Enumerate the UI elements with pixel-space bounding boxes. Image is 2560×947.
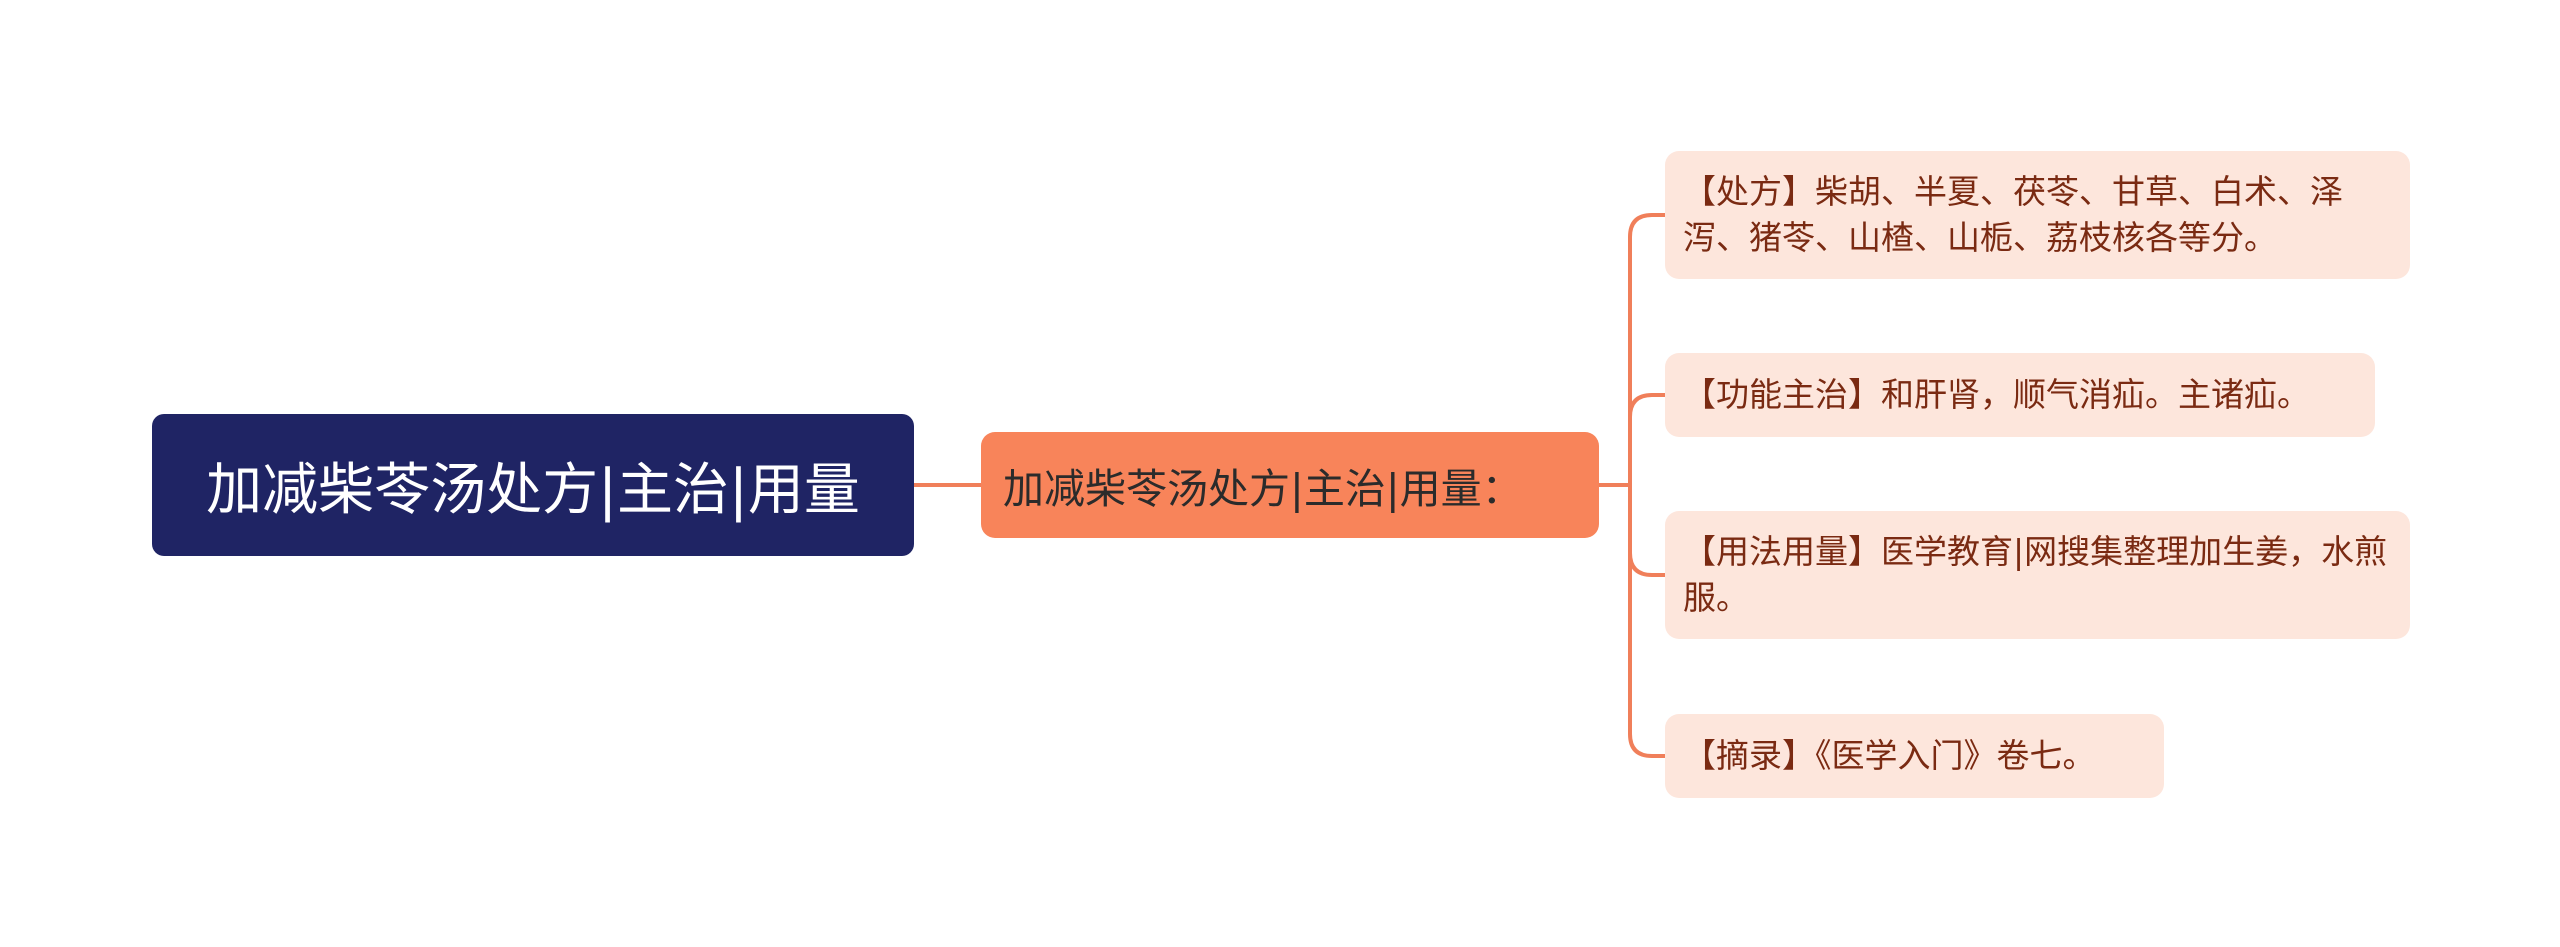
leaf-node-prescription[interactable]: 【处方】柴胡、半夏、茯苓、甘草、白术、泽泻、猪苓、山楂、山栀、荔枝核各等分。: [1665, 151, 2410, 279]
leaf-1-connector: [1628, 213, 1667, 487]
leaf-text-prescription: 【处方】柴胡、半夏、茯苓、甘草、白术、泽泻、猪苓、山楂、山栀、荔枝核各等分。: [1683, 172, 2343, 257]
leaf-text-indications: 【功能主治】和肝肾，顺气消疝。主诸疝。: [1683, 375, 2310, 414]
leaf-node-usage[interactable]: 【用法用量】医学教育|网搜集整理加生姜，水煎服。: [1665, 511, 2410, 639]
leaf-2-connector: [1628, 393, 1667, 487]
leaf-node-source[interactable]: 【摘录】《医学入门》卷七。: [1665, 714, 2164, 798]
branch-topic-node[interactable]: 加减柴苓汤处方|主治|用量：: [981, 432, 1599, 538]
root-topic-label: 加减柴苓汤处方|主治|用量: [206, 457, 860, 523]
leaf-node-indications[interactable]: 【功能主治】和肝肾，顺气消疝。主诸疝。: [1665, 353, 2375, 437]
leaf-text-usage: 【用法用量】医学教育|网搜集整理加生姜，水煎服。: [1683, 532, 2388, 617]
leaf-text-source: 【摘录】《医学入门》卷七。: [1683, 736, 2096, 775]
leaf-4-connector: [1628, 483, 1667, 758]
root-topic-node[interactable]: 加减柴苓汤处方|主治|用量: [152, 414, 914, 556]
leaf-3-connector: [1628, 483, 1667, 577]
branch-topic-label: 加减柴苓汤处方|主治|用量：: [1003, 465, 1523, 513]
